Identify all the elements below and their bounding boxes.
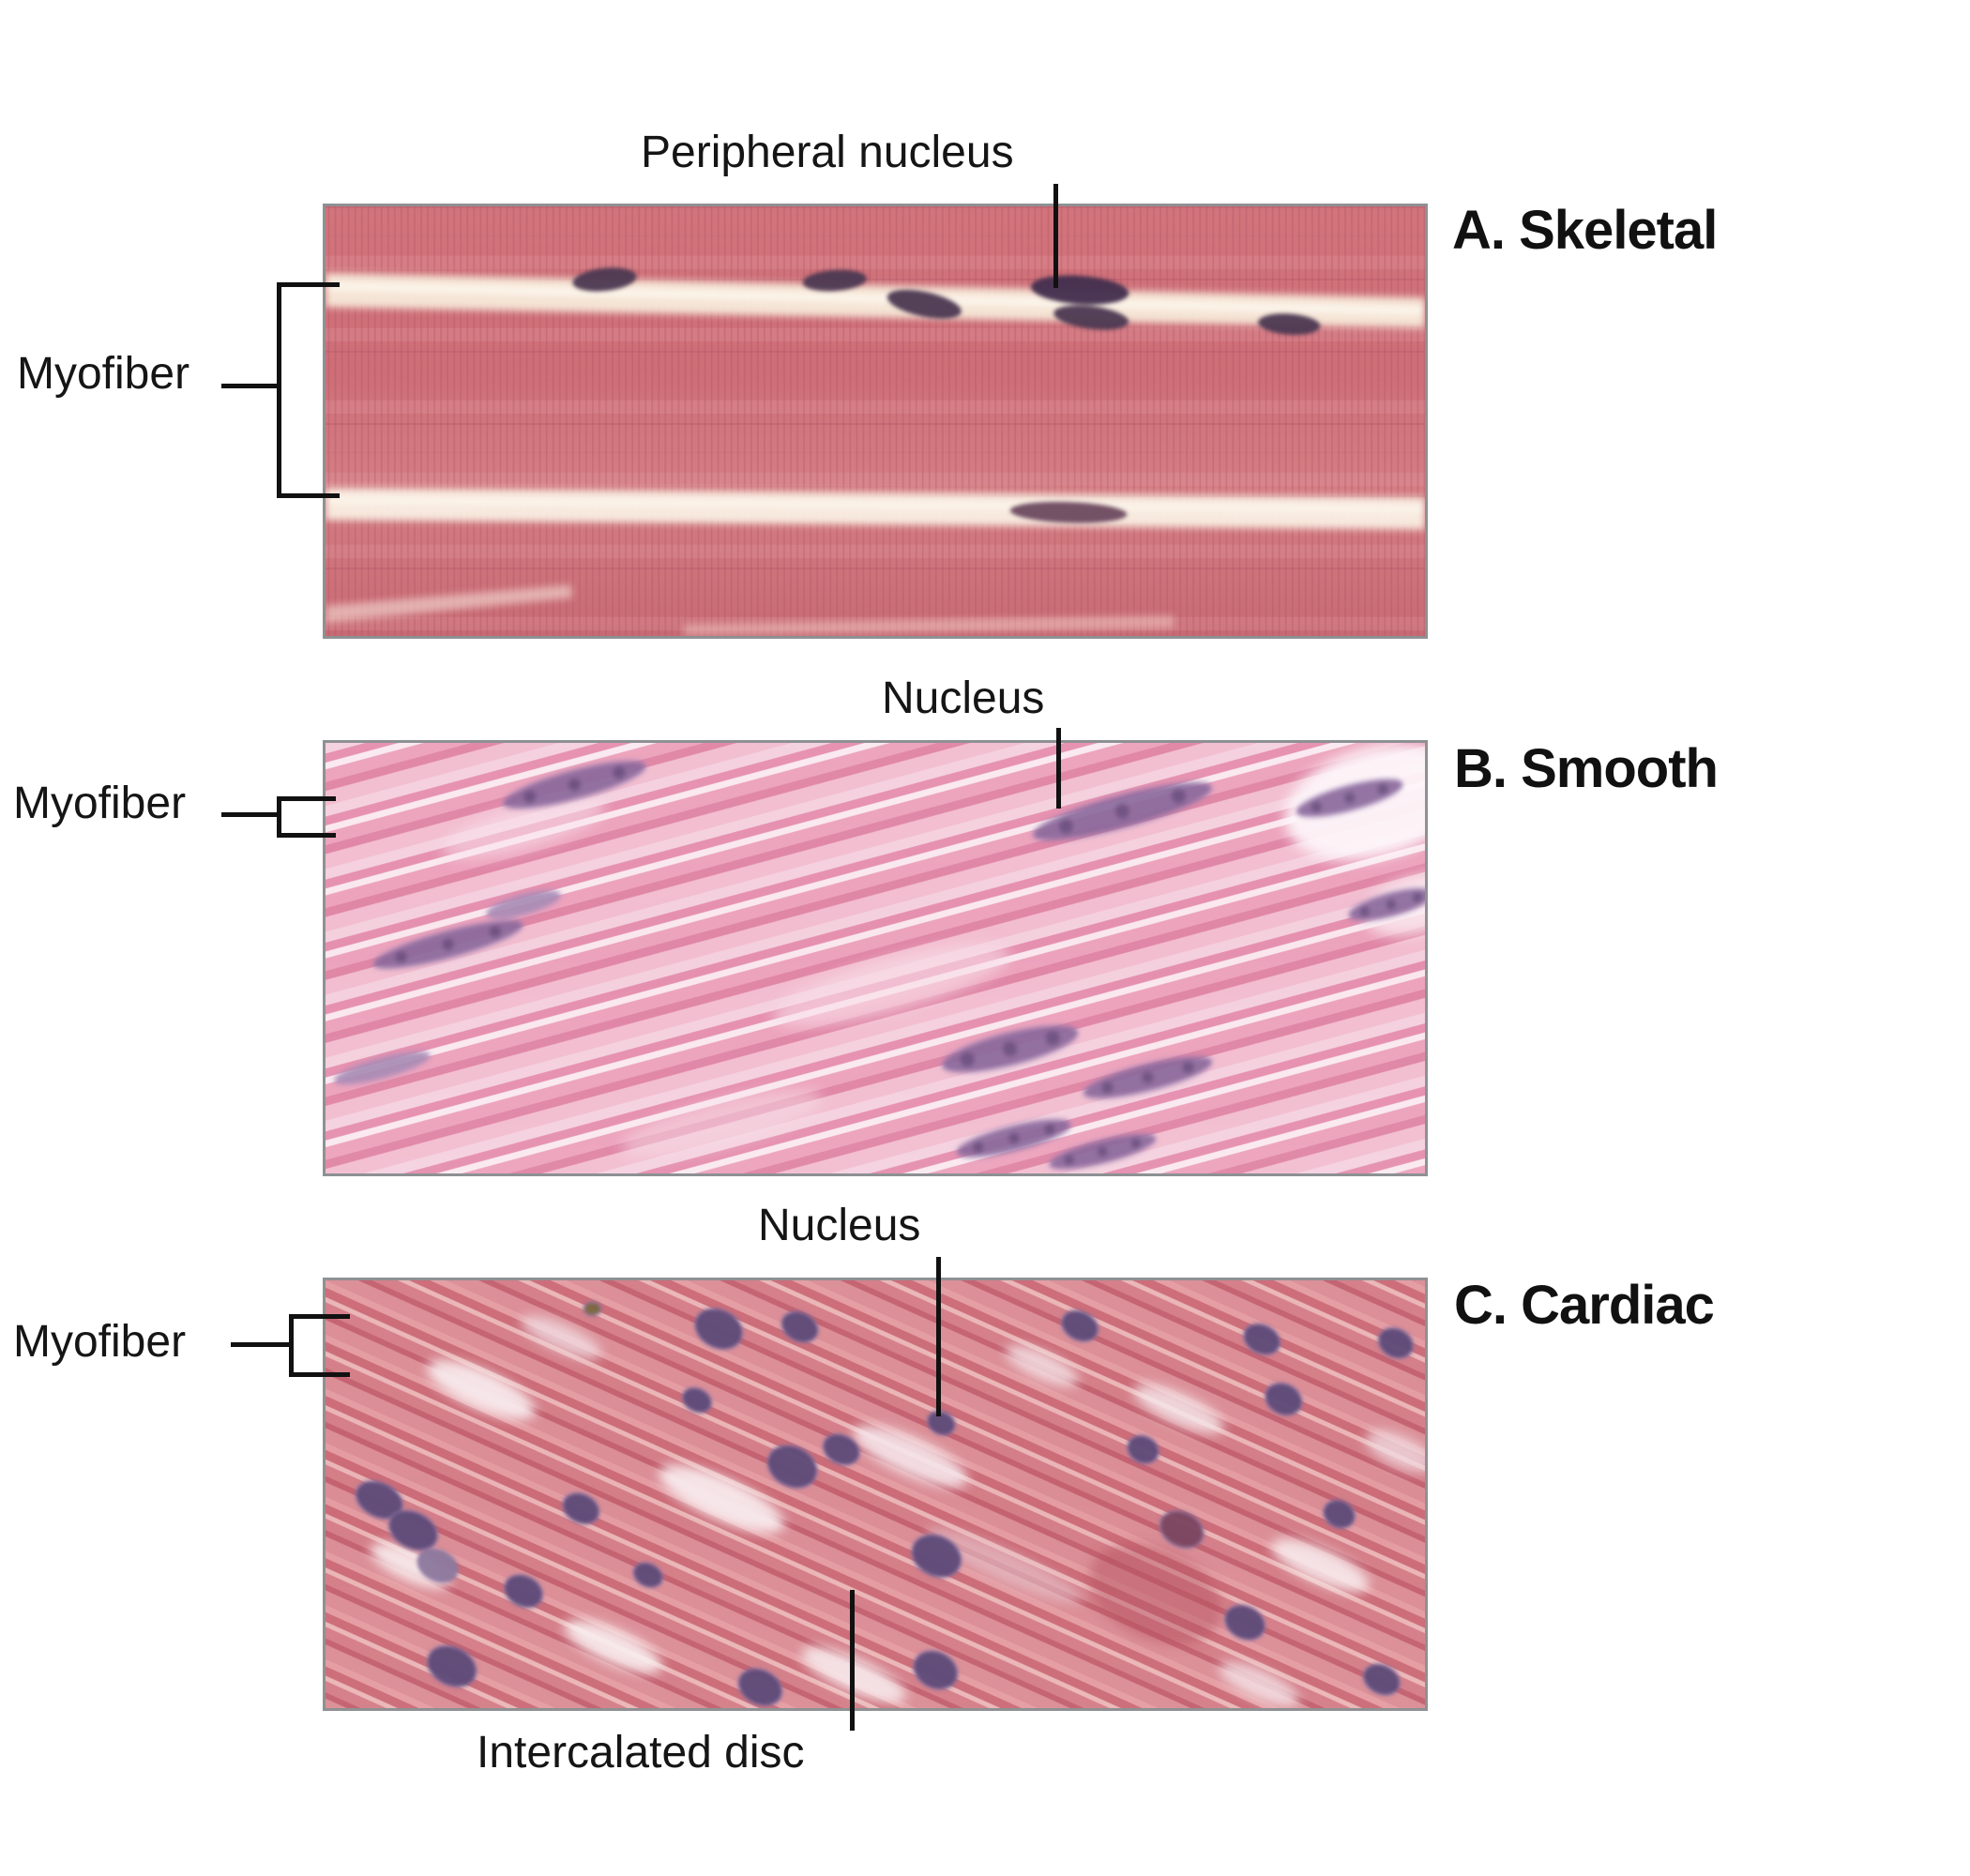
myofiber-label-cardiac: Myofiber xyxy=(13,1317,187,1367)
myofiber-bracket-cardiac xyxy=(289,1314,350,1377)
myofiber-connector-smooth xyxy=(221,812,279,817)
nucleus-label-cardiac: Nucleus xyxy=(758,1201,921,1250)
myofiber-connector-skeletal xyxy=(221,384,279,388)
nucleus-leader-line-smooth xyxy=(1056,728,1061,809)
cardiac-gaps xyxy=(370,1315,1425,1707)
myofiber-connector-cardiac xyxy=(231,1342,289,1347)
skeletal-micrograph-art xyxy=(326,206,1425,636)
myofiber-bracket-smooth xyxy=(277,796,336,838)
nuclei-layer-cardiac xyxy=(354,1300,1416,1708)
panel-title-smooth: B. Smooth xyxy=(1454,738,1719,799)
myofiber-label-skeletal: Myofiber xyxy=(17,349,190,399)
intercalated-disc-leader-line xyxy=(850,1590,855,1731)
intercalated-disc-label: Intercalated disc xyxy=(477,1728,805,1778)
myofiber-bracket-skeletal xyxy=(277,282,340,498)
myofiber-label-smooth: Myofiber xyxy=(13,779,187,828)
nucleus-label-smooth: Nucleus xyxy=(882,673,1045,723)
nucleus-leader-line-cardiac xyxy=(936,1257,941,1416)
peripheral-nucleus-leader-line xyxy=(1053,184,1058,288)
panel-title-cardiac: C. Cardiac xyxy=(1454,1275,1715,1336)
cardiac-micrograph xyxy=(323,1278,1428,1711)
skeletal-micrograph xyxy=(323,204,1428,639)
smooth-micrograph-art xyxy=(326,743,1425,1173)
smooth-micrograph xyxy=(323,740,1428,1176)
peripheral-nucleus-label: Peripheral nucleus xyxy=(641,128,1014,177)
panel-title-skeletal: A. Skeletal xyxy=(1452,200,1718,261)
cardiac-micrograph-art xyxy=(326,1280,1425,1708)
nuclei-layer-smooth xyxy=(333,759,1425,1171)
